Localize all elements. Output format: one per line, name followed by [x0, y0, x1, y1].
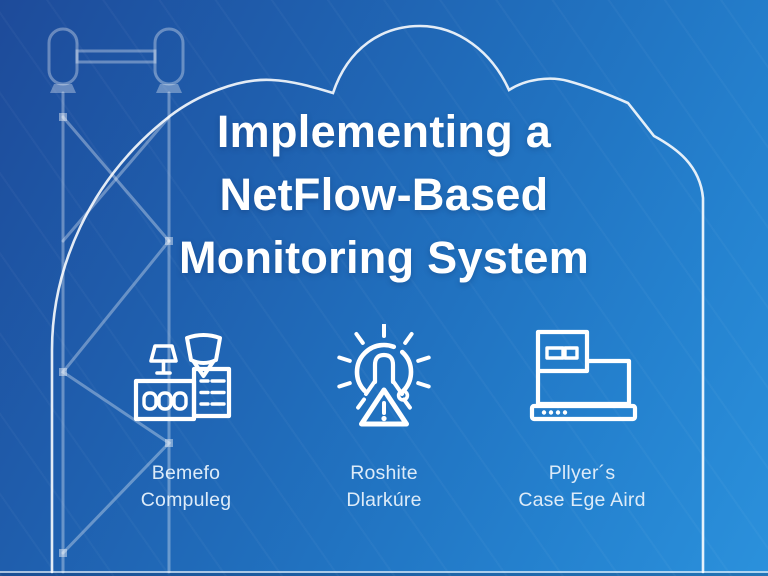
title-line-3: Monitoring System — [178, 232, 590, 283]
feature-label-line: Compuleg — [140, 489, 232, 511]
feature-label: Bemefo Compuleg — [141, 460, 231, 514]
title-line-2: NetFlow-Based — [219, 169, 549, 220]
cloud-outline — [50, 24, 705, 574]
feature-counter: Bemefo Compuleg — [87, 324, 285, 514]
transmission-tower-outline — [47, 27, 185, 574]
feature-label: Roshite Dlarkúre — [346, 460, 421, 514]
features-row: Bemefo Compuleg — [87, 324, 681, 514]
feature-label-line: Case Ege Aird — [518, 489, 646, 511]
feature-label-line: Pllyer´s — [548, 462, 616, 484]
feature-alert: Roshite Dlarkúre — [285, 324, 483, 514]
laptop-window-icon — [529, 329, 638, 422]
alert-broadcast-icon — [337, 324, 431, 427]
feature-label: Pllyer´s Case Ege Aird — [518, 460, 645, 514]
counter-device-icon — [133, 333, 232, 422]
bottom-shade — [0, 573, 768, 576]
title-line-1: Implementing a — [216, 106, 552, 157]
slide-title: Implementing a NetFlow-Based Monitoring … — [0, 100, 768, 289]
feature-label-line: Bemefo — [151, 462, 221, 484]
feature-label-line: Dlarkúre — [346, 489, 422, 511]
feature-label-line: Roshite — [350, 462, 418, 484]
feature-laptop: Pllyer´s Case Ege Aird — [483, 324, 681, 514]
